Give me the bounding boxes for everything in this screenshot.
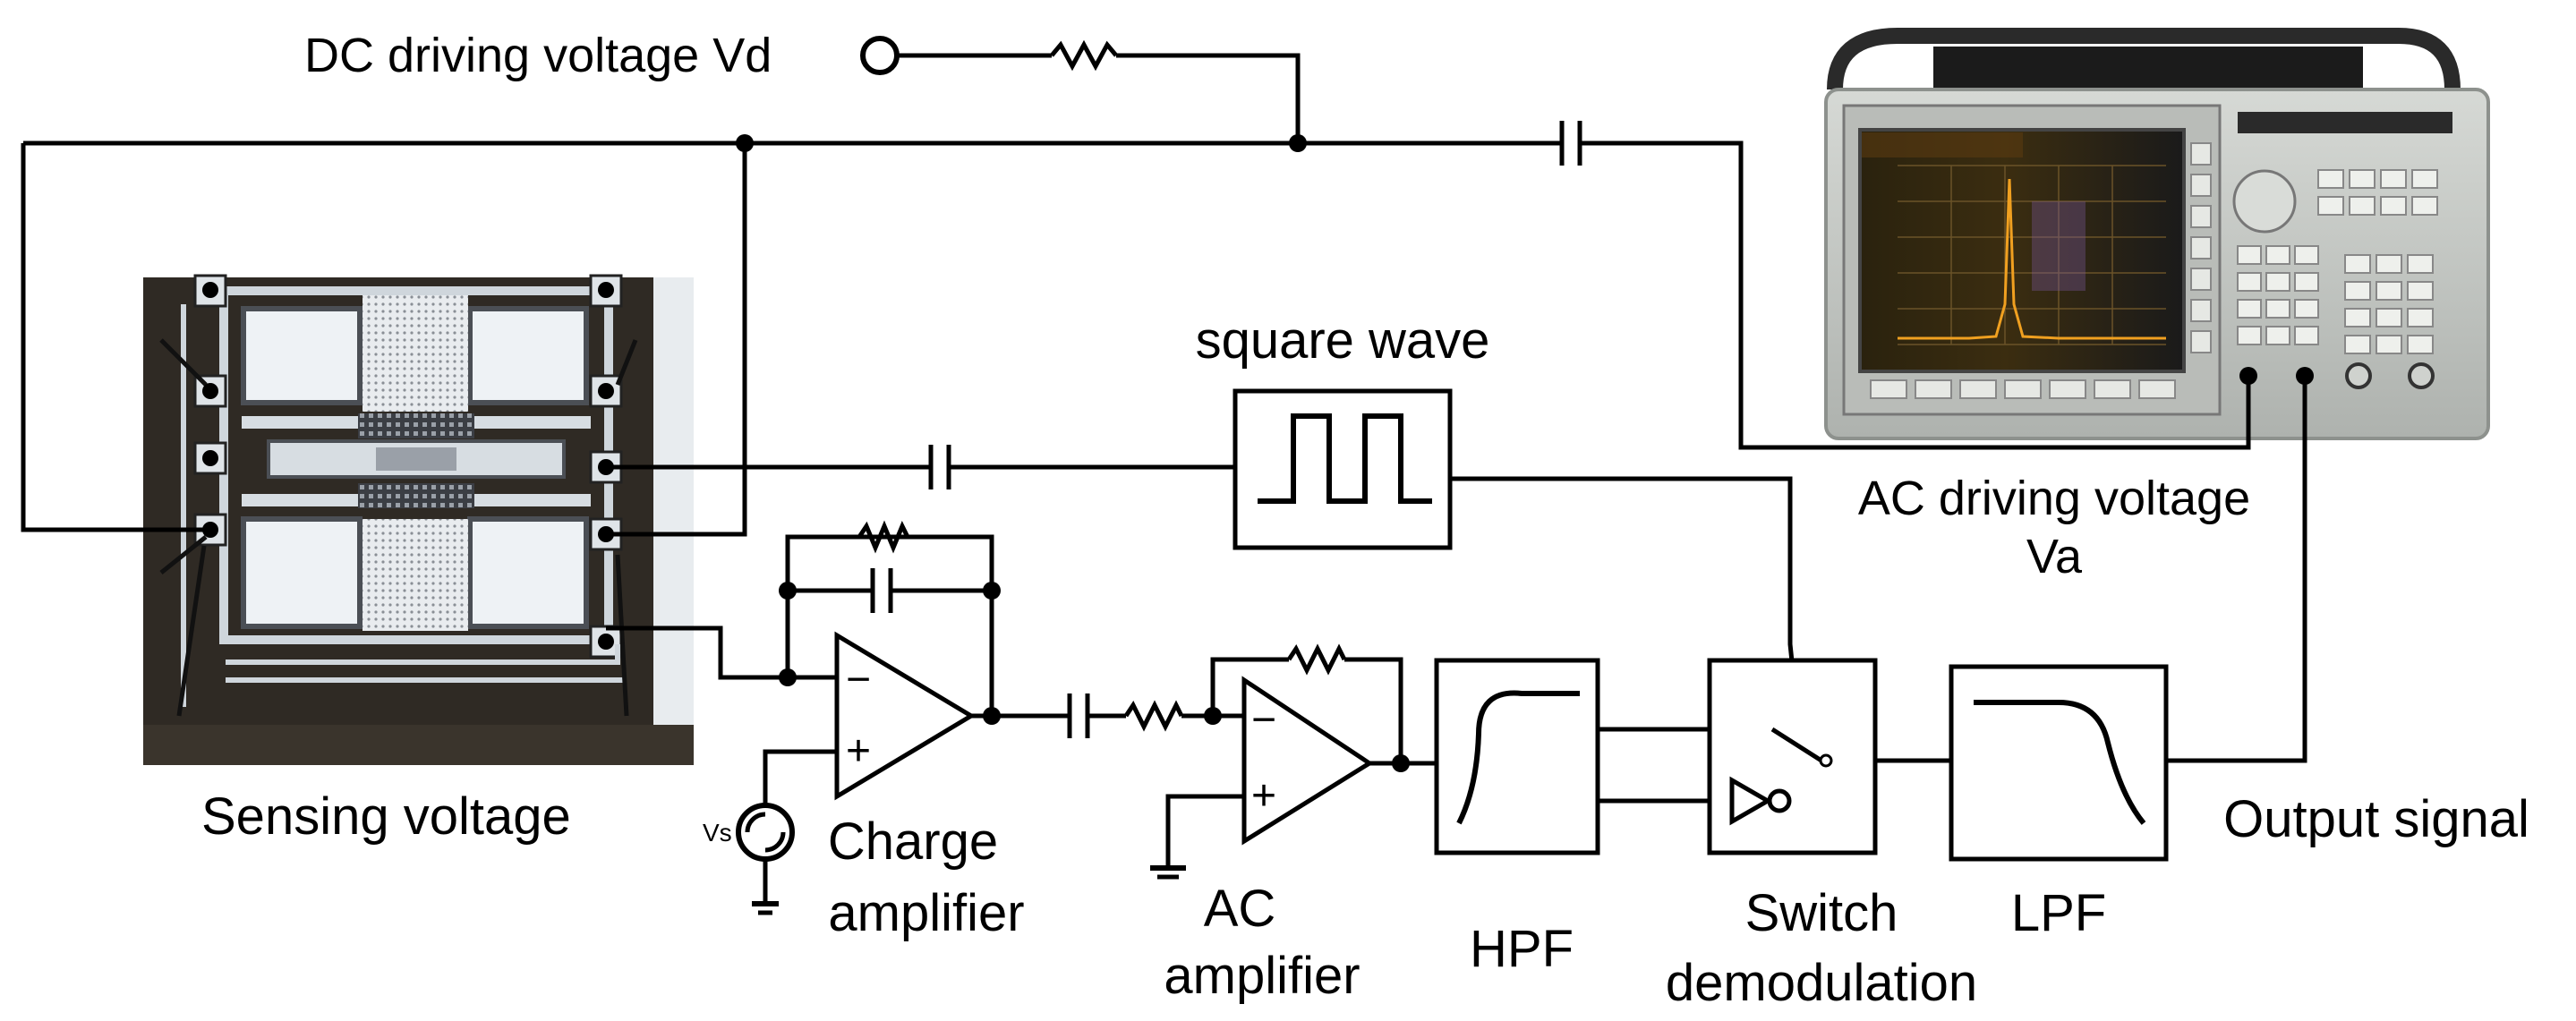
charge-amplifier-opamp: − + — [834, 631, 992, 801]
spectrum-analyzer-photo — [1824, 28, 2490, 440]
ac-amplifier-opamp: − + — [1150, 676, 1374, 880]
hpf-label: HPF — [1470, 920, 1574, 978]
ac-amp-plus-sign: + — [1251, 772, 1276, 820]
charge-amplifier-label-line2: amplifier — [828, 884, 1024, 942]
switch-demodulation-block — [1707, 658, 1878, 855]
dc-terminal — [860, 36, 900, 75]
labels: DC driving voltage Vd square wave AC dri… — [201, 29, 2529, 1012]
ac-driving-voltage-label-line1: AC driving voltage — [1858, 472, 2250, 525]
charge-amplifier-label-line1: Charge — [828, 813, 998, 871]
switch-demodulation-label-line1: Switch — [1745, 884, 1898, 942]
square-wave-generator — [1233, 388, 1453, 550]
vs-label: Vs — [703, 819, 732, 847]
lpf-label: LPF — [2011, 884, 2106, 942]
output-signal-label: Output signal — [2223, 790, 2529, 848]
ac-amp-minus-sign: − — [1251, 696, 1276, 744]
switch-demodulation-label-line2: demodulation — [1666, 954, 1977, 1012]
mems-chip-photo — [143, 274, 694, 765]
hpf-block — [1434, 658, 1600, 855]
ac-amplifier-label-line2: amplifier — [1164, 947, 1360, 1005]
charge-amp-minus-sign: − — [846, 656, 871, 703]
lpf-block — [1949, 664, 2169, 862]
charge-amp-plus-sign: + — [846, 727, 871, 775]
vs-source — [736, 803, 795, 915]
ac-amplifier-label-line1: AC — [1204, 880, 1276, 938]
square-wave-label: square wave — [1196, 311, 1490, 370]
junction-dots — [736, 134, 2314, 772]
sensing-voltage-label: Sensing voltage — [201, 787, 571, 846]
ac-driving-voltage-label-line2: Va — [2026, 530, 2083, 583]
dc-driving-voltage-label: DC driving voltage Vd — [304, 29, 772, 82]
